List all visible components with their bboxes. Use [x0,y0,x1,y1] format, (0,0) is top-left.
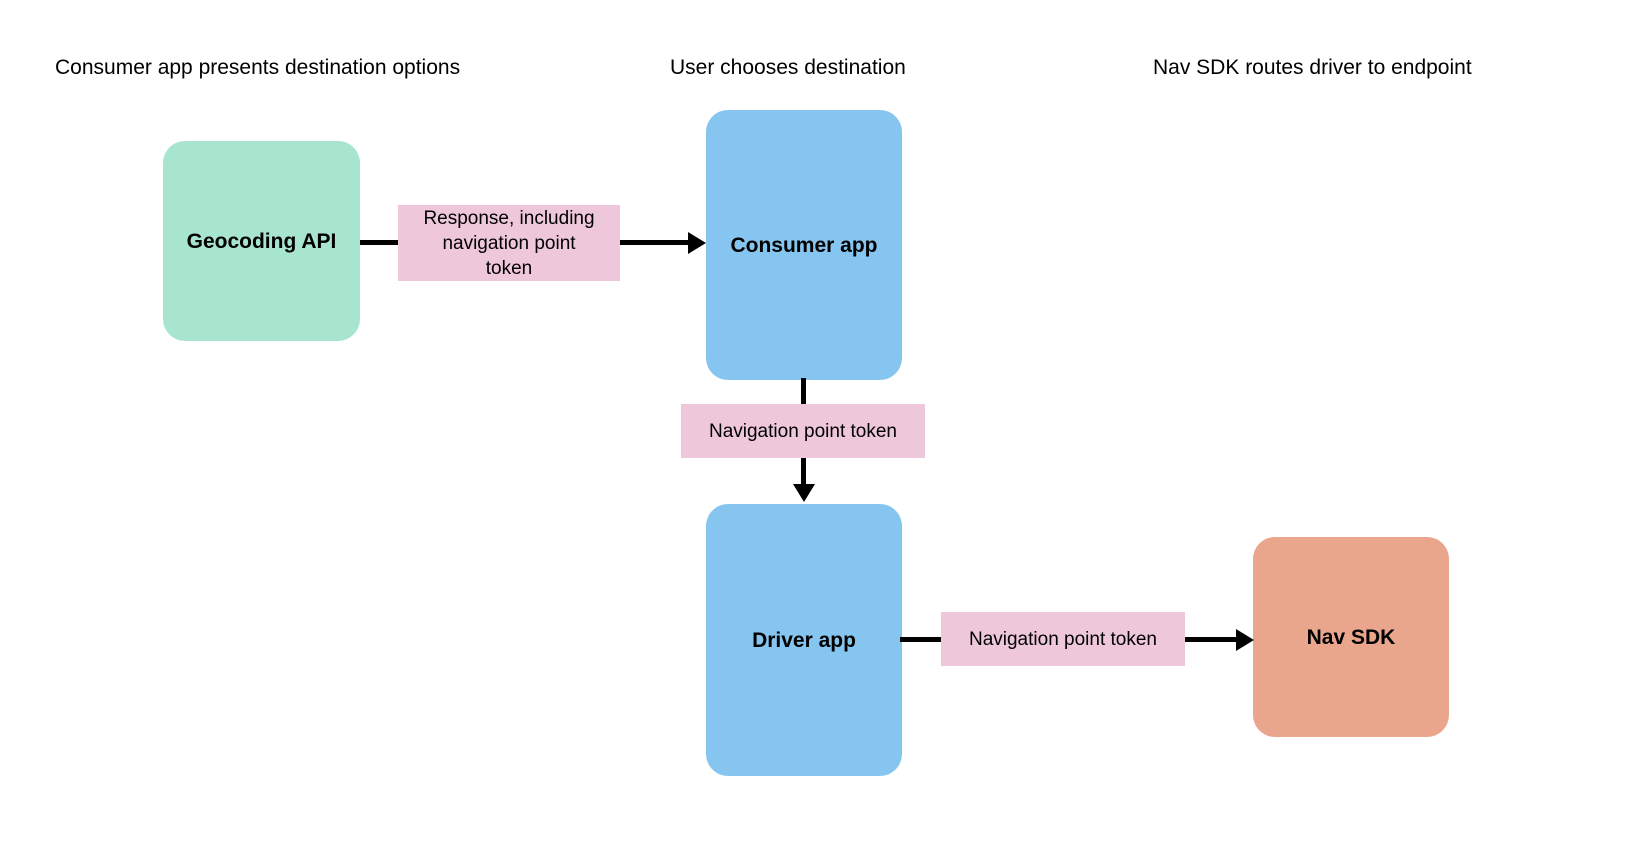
column-heading-user-chooses: User chooses destination [670,56,906,79]
arrowhead-right-to-nav-sdk [1236,629,1254,651]
node-driver-app[interactable]: Driver app [706,504,902,776]
node-consumer-app-label: Consumer app [730,233,878,257]
connector-chip-to-consumer-app [618,240,690,245]
column-heading-nav-sdk-routes: Nav SDK routes driver to endpoint [1153,56,1472,79]
arrowhead-down-to-driver-app [793,484,815,502]
node-nav-sdk-label: Nav SDK [1306,625,1396,649]
node-driver-app-label: Driver app [752,628,856,652]
node-geocoding-api[interactable]: Geocoding API [163,141,360,341]
node-nav-sdk[interactable]: Nav SDK [1253,537,1449,737]
connector-chip-to-nav-sdk [1183,637,1239,642]
node-consumer-app[interactable]: Consumer app [706,110,902,380]
edge-label-response-including-navigation-point-token: Response, including navigation point tok… [398,205,620,281]
edge-label-nav-token-consumer-driver-text: Navigation point token [708,420,897,442]
edge-label-nav-token-driver-navsdk-text: Navigation point token [968,628,1157,650]
edge-label-navigation-point-token-driver-navsdk: Navigation point token [941,612,1185,666]
edge-label-response-text: Response, including navigation point tok… [423,207,595,279]
node-geocoding-api-label: Geocoding API [186,229,337,253]
arrowhead-right-to-consumer-app [688,232,706,254]
column-heading-consumer-app: Consumer app presents destination option… [55,56,461,79]
connector-geocoding-to-chip [360,240,420,245]
edge-label-navigation-point-token-consumer-driver: Navigation point token [681,404,925,458]
connector-driver-to-chip [900,637,960,642]
